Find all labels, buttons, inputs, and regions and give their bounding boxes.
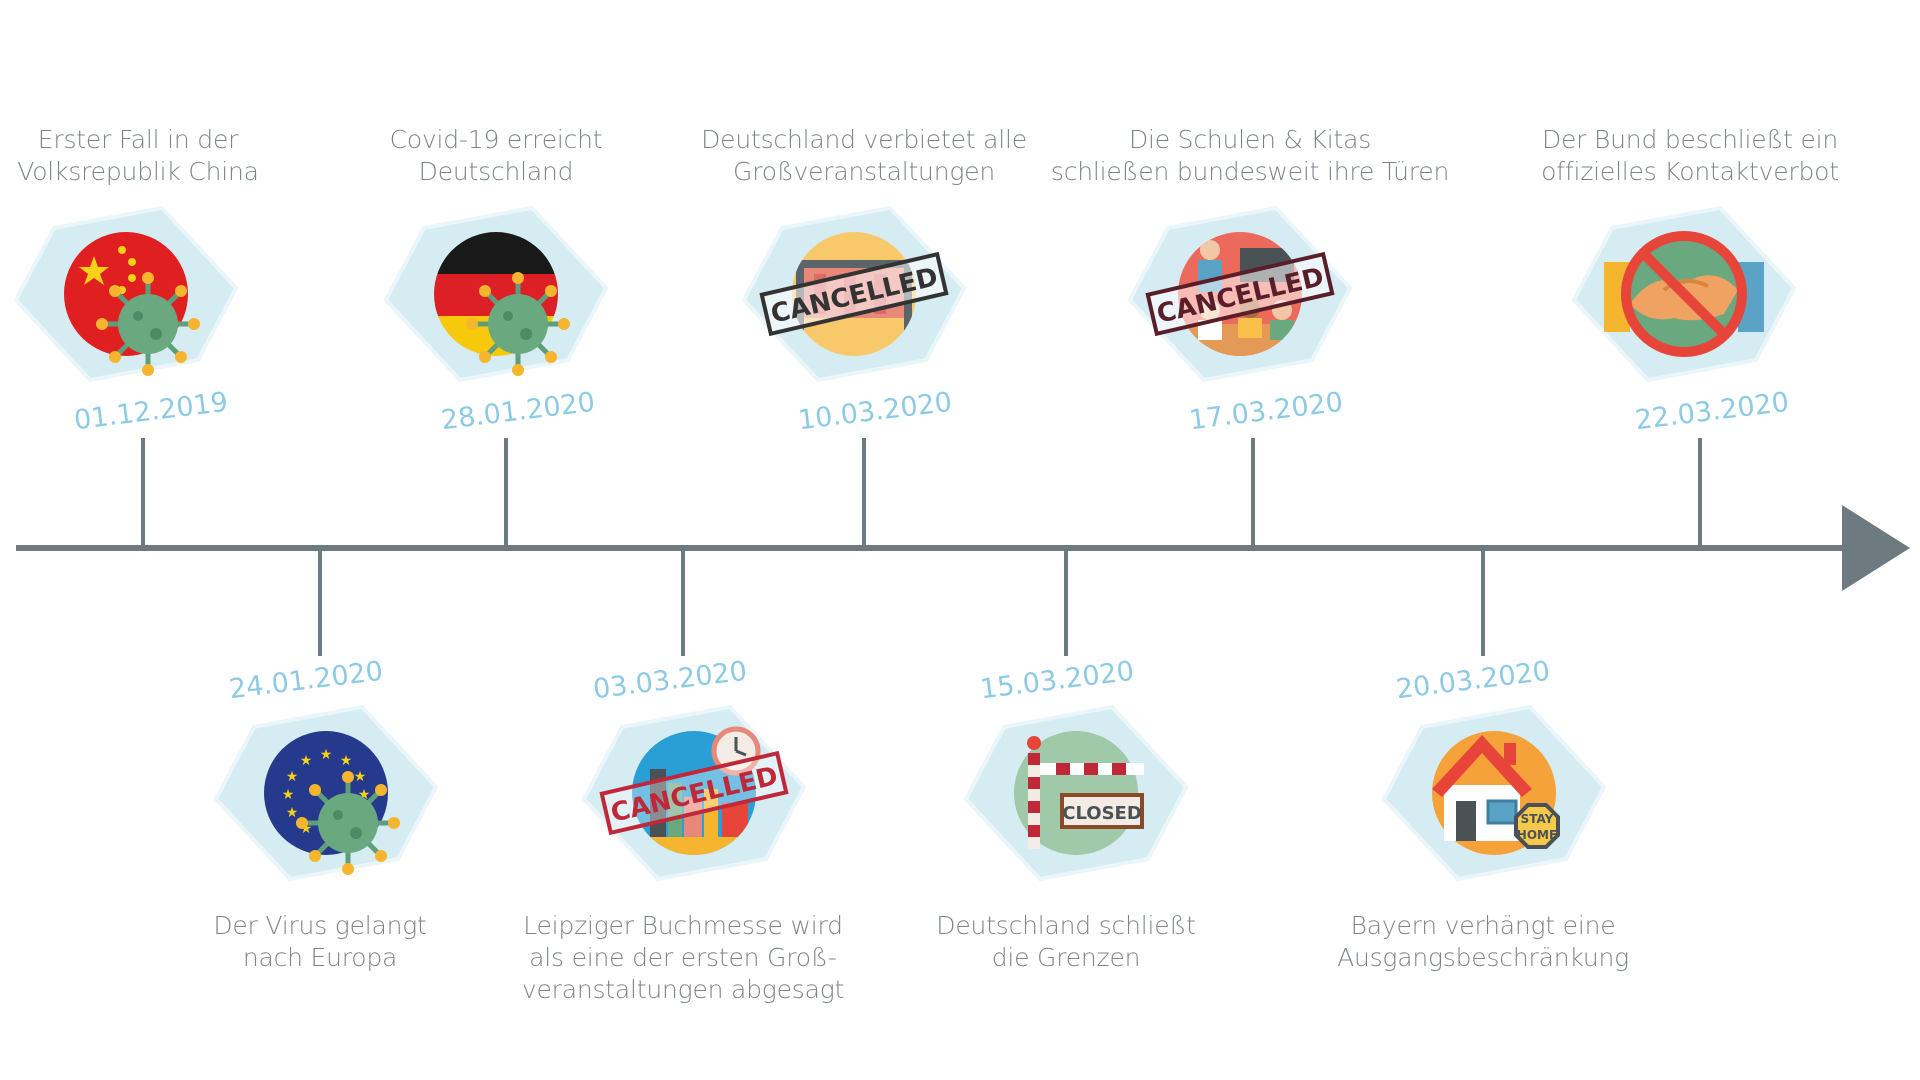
barrier-bar bbox=[1040, 763, 1144, 775]
svg-text:★: ★ bbox=[354, 769, 367, 785]
event-icon-no-handshake bbox=[1571, 205, 1797, 383]
sign-text-stay: STAY bbox=[1521, 812, 1554, 826]
cancelled-stamp: CANCELLED bbox=[759, 251, 949, 337]
event-icon-bookfair-cancelled: CANCELLED bbox=[581, 704, 807, 882]
event-icon-china bbox=[13, 205, 239, 383]
svg-text:★: ★ bbox=[282, 787, 295, 803]
svg-text:★: ★ bbox=[286, 805, 299, 821]
svg-text:★: ★ bbox=[300, 753, 313, 769]
event-icon-concert-cancelled: CANCELLED bbox=[741, 205, 967, 383]
svg-text:★: ★ bbox=[320, 747, 333, 763]
virus-icon bbox=[96, 272, 200, 376]
event-icon-school-cancelled: CANCELLED bbox=[1127, 205, 1353, 383]
virus-icon bbox=[296, 771, 400, 875]
virus-icon bbox=[466, 272, 570, 376]
event-icon-eu: ★★★ ★★★ ★★★ ★★★ bbox=[213, 704, 439, 882]
event-icon-border-closed: CLOSED bbox=[963, 704, 1189, 882]
event-icon-germany bbox=[383, 205, 609, 383]
sign-text-home: HOME bbox=[1517, 828, 1557, 842]
svg-text:★: ★ bbox=[286, 769, 299, 785]
stay-home-sign: STAY HOME bbox=[1514, 803, 1560, 849]
timeline-arrowhead bbox=[1842, 505, 1910, 591]
event-icon-stay-home: STAY HOME bbox=[1381, 704, 1607, 882]
svg-text:★: ★ bbox=[340, 753, 353, 769]
closed-sign-text: CLOSED bbox=[1062, 803, 1142, 824]
